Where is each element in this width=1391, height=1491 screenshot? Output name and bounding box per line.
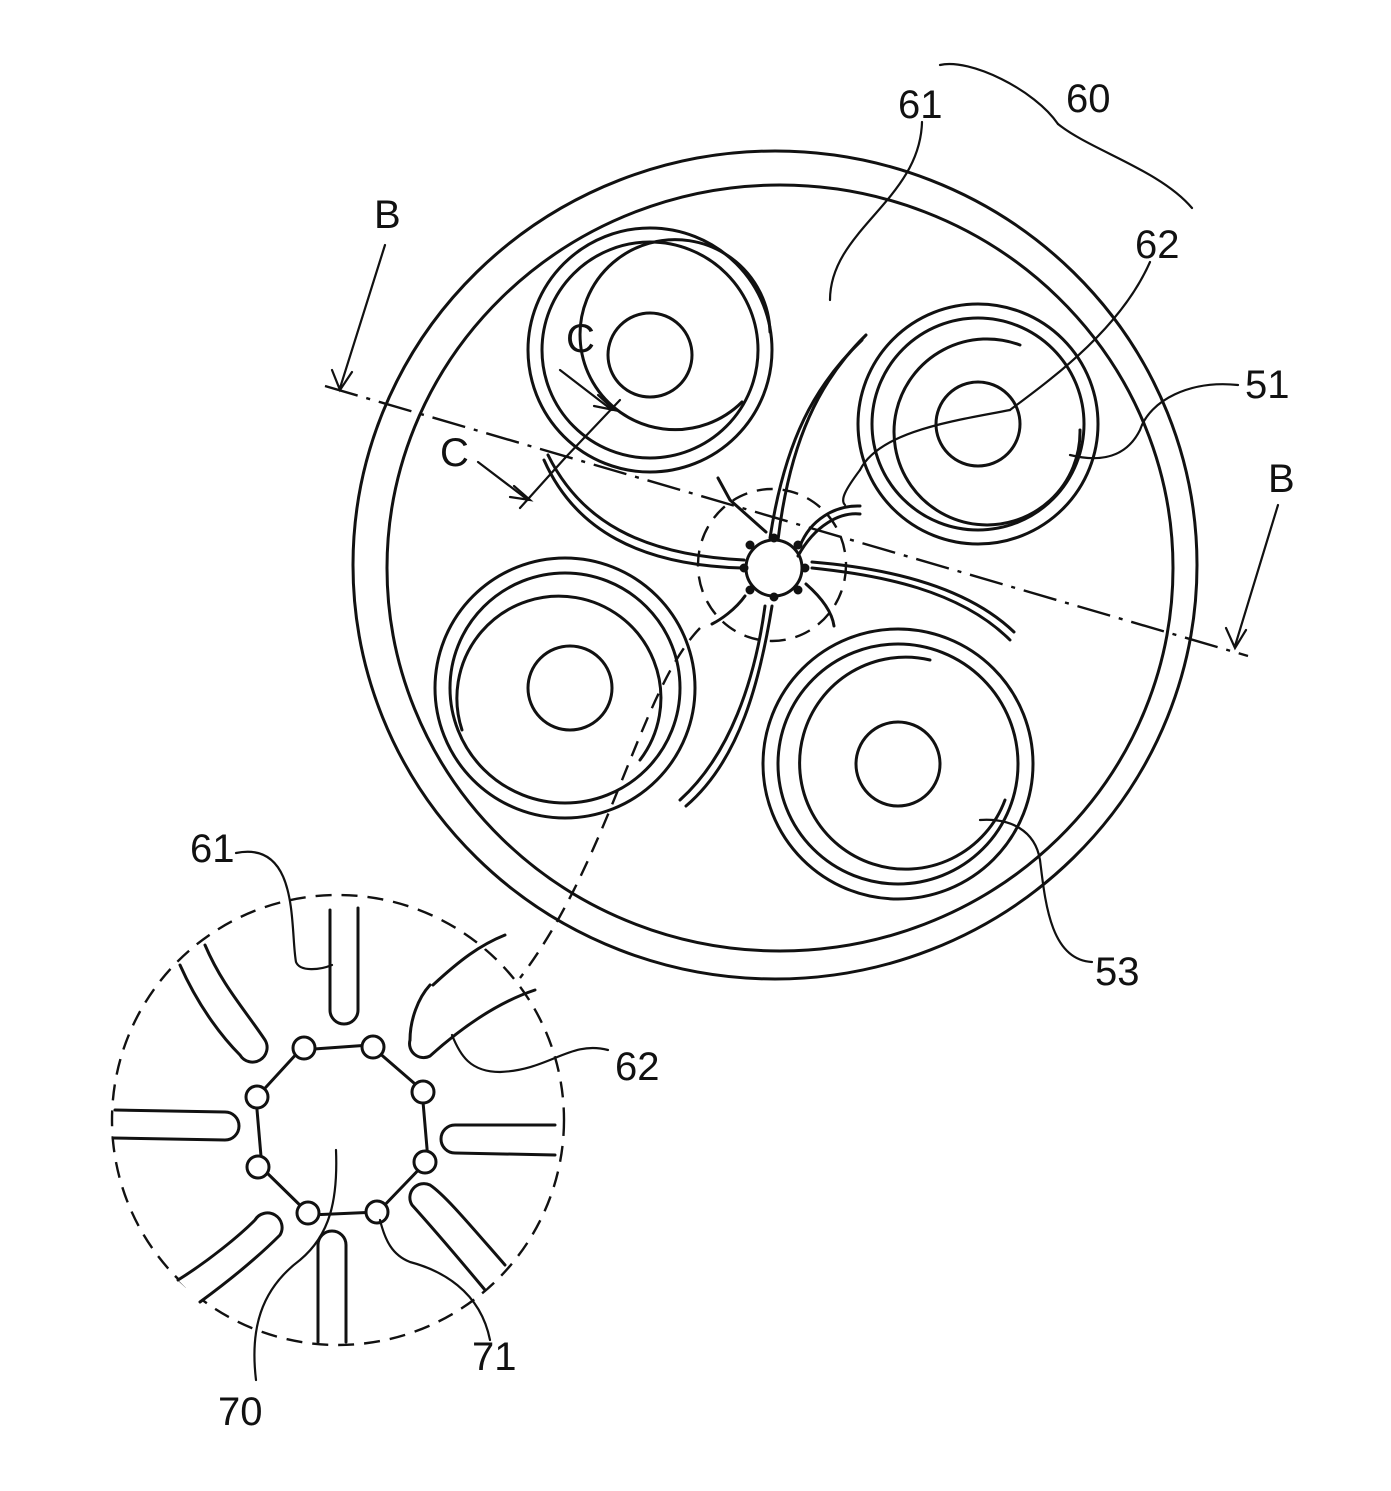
label-60: 60 <box>1066 77 1111 121</box>
label-c-upper: C <box>566 317 595 361</box>
label-71: 71 <box>472 1335 517 1379</box>
coil-unit-top-left <box>528 228 772 472</box>
label-70: 70 <box>218 1390 263 1434</box>
label-b-right: B <box>1268 457 1295 501</box>
label-53: 53 <box>1095 950 1140 994</box>
coil-unit-right <box>858 304 1098 544</box>
outer-rim <box>353 151 1197 979</box>
label-51: 51 <box>1245 363 1290 407</box>
coil-unit-bottom-left <box>435 558 695 818</box>
main-disc <box>353 151 1197 979</box>
detail-view <box>112 852 608 1380</box>
label-62-detail: 62 <box>615 1045 660 1089</box>
label-61-detail: 61 <box>190 827 235 871</box>
label-b-left: B <box>374 193 401 237</box>
label-c-lower: C <box>440 431 469 475</box>
label-61-top: 61 <box>898 83 943 127</box>
label-62-top: 62 <box>1135 223 1180 267</box>
labels: 60 61 62 51 53 B B C C 61 62 70 71 <box>190 77 1295 1434</box>
coil-unit-bottom-right <box>763 629 1033 899</box>
central-hub <box>740 534 809 601</box>
inner-rim <box>387 185 1173 951</box>
